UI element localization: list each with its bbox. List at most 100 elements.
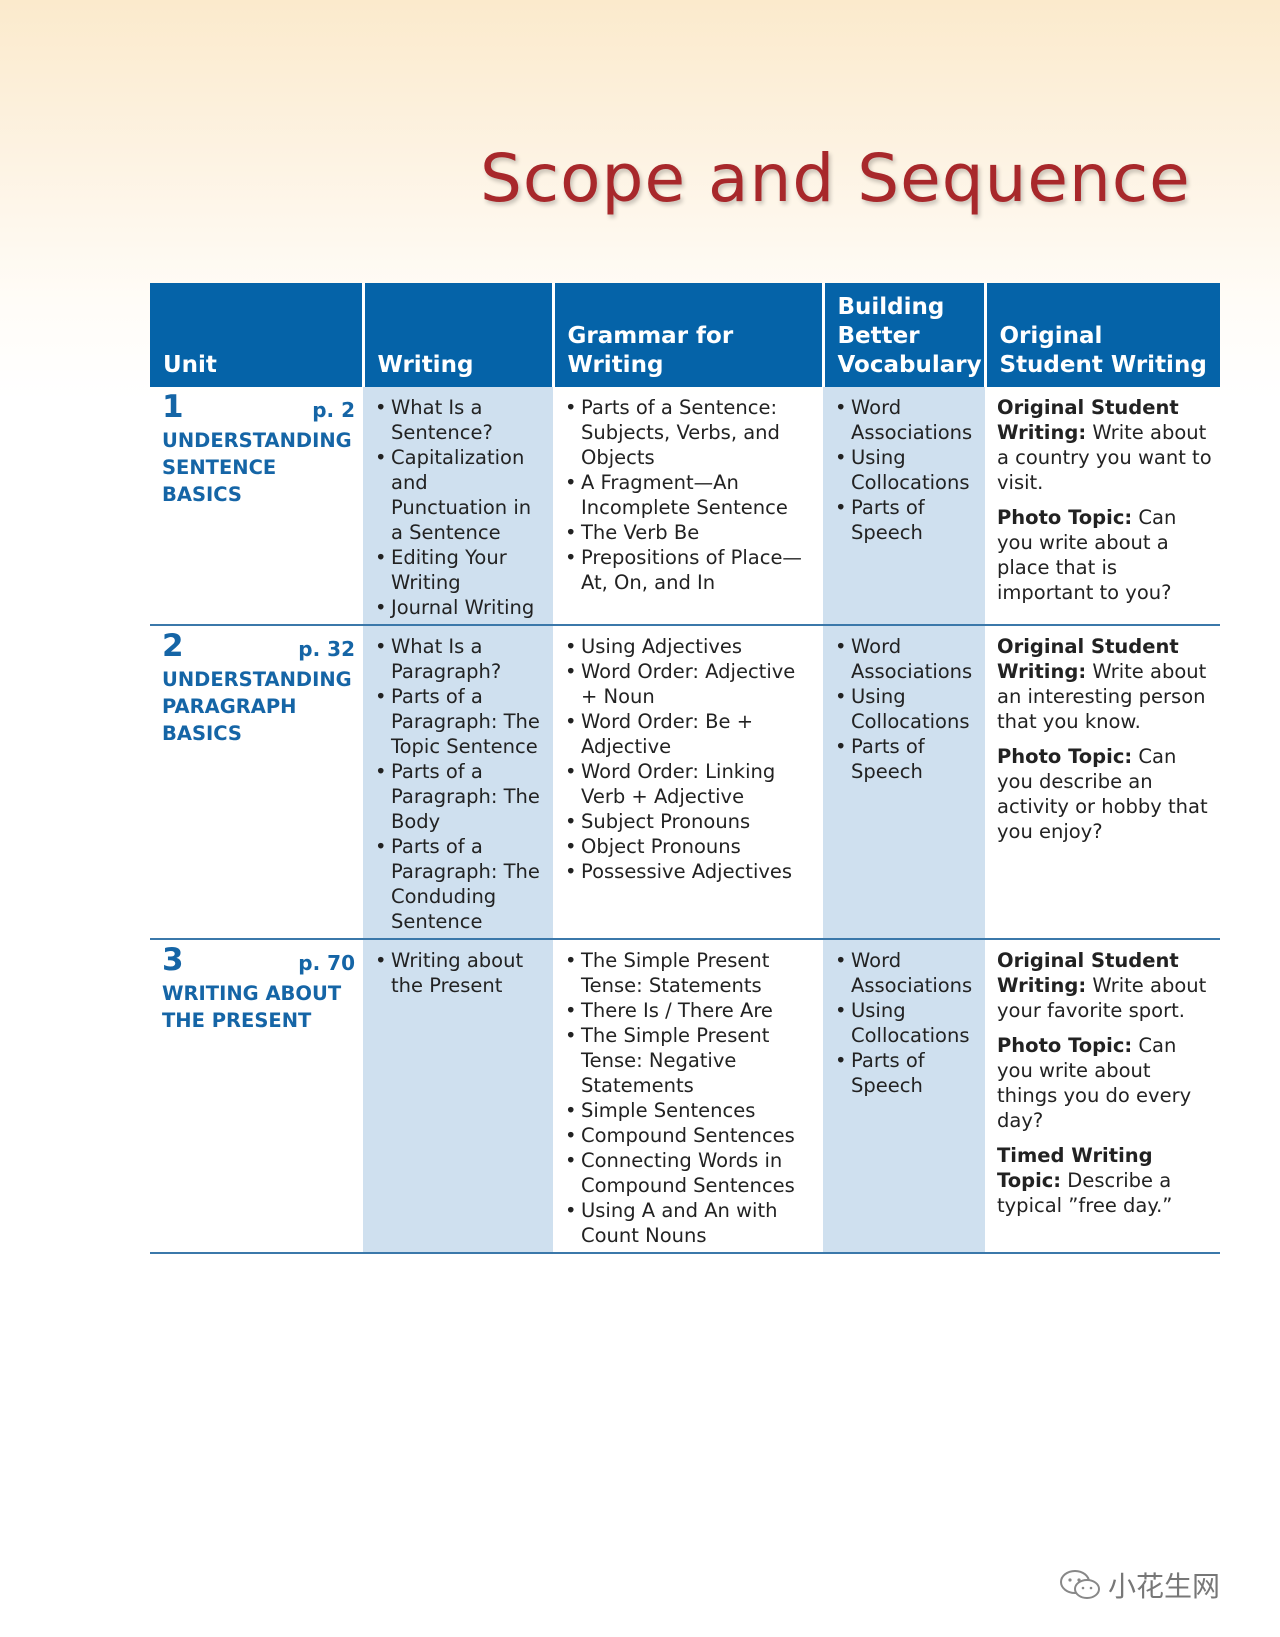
vocabulary-list: Word AssociationsUsing CollocationsParts… <box>835 948 977 1098</box>
writing-task: Photo Topic: Can you write about things … <box>997 1033 1212 1133</box>
grammar-cell: The Simple Present Tense: StatementsTher… <box>553 939 823 1254</box>
grammar-item: The Simple Present Tense: Negative State… <box>565 1023 815 1098</box>
writing-item: Parts of a Paragraph: The Conduding Sent… <box>375 834 545 934</box>
vocabulary-list: Word AssociationsUsing CollocationsParts… <box>835 634 977 784</box>
writing-task: Original Student Writing: Write about an… <box>997 634 1212 734</box>
writing-task: Photo Topic: Can you describe an activit… <box>997 744 1212 844</box>
grammar-item: There Is / There Are <box>565 998 815 1023</box>
unit-title: UNDERSTANDING PARAGRAPH BASICS <box>162 668 352 745</box>
unit-row: 3p. 70 WRITING ABOUT THE PRESENT Writing a… <box>150 939 1220 1254</box>
unit-title: UNDERSTANDING SENTENCE BASICS <box>162 429 352 506</box>
grammar-list: Parts of a Sentence: Subjects, Verbs, an… <box>565 395 815 595</box>
writing-item: What Is a Paragraph? <box>375 634 545 684</box>
original-writing-cell: Original Student Writing: Write about an… <box>985 625 1220 940</box>
grammar-item: The Simple Present Tense: Statements <box>565 948 815 998</box>
grammar-cell: Parts of a Sentence: Subjects, Verbs, an… <box>553 387 823 626</box>
unit-number: 2 <box>162 628 184 664</box>
writing-task: Timed Writing Topic: Describe a typical … <box>997 1143 1212 1218</box>
original-writing-cell: Original Student Writing: Write about yo… <box>985 939 1220 1254</box>
task-label: Photo Topic: <box>997 745 1133 768</box>
header-writing: Writing <box>361 283 553 387</box>
grammar-item: Simple Sentences <box>565 1098 815 1123</box>
writing-cell: What Is a Paragraph?Parts of a Paragraph… <box>363 625 553 940</box>
vocabulary-item: Using Collocations <box>835 684 977 734</box>
writing-task: Original Student Writing: Write about a … <box>997 395 1212 495</box>
unit-page-ref: p. 2 <box>312 398 355 422</box>
task-text: Write about your favorite sport. <box>997 974 1207 1022</box>
grammar-item: Prepositions of Place— At, On, and In <box>565 545 815 595</box>
writing-cell: Writing about the Present <box>363 939 553 1254</box>
unit-page-ref: p. 32 <box>298 637 355 661</box>
writing-item: Parts of a Paragraph: The Topic Sentence <box>375 684 545 759</box>
header-unit: Unit <box>150 283 363 387</box>
task-label: Photo Topic: <box>997 506 1133 529</box>
unit-row: 2 p. 32 UNDERSTANDING PARAGRAPH BASICS What… <box>150 625 1220 940</box>
writing-item: Parts of a Paragraph: The Body <box>375 759 545 834</box>
writing-list: Writing about the Present <box>375 948 545 998</box>
writing-list: What Is a Paragraph?Parts of a Paragraph… <box>375 634 545 934</box>
unit-cell: 2 p. 32 UNDERSTANDING PARAGRAPH BASICS <box>150 625 363 940</box>
vocabulary-item: Word Associations <box>835 634 977 684</box>
grammar-item: The Verb Be <box>565 520 815 545</box>
task-label: Original Student Writing: <box>997 635 1179 683</box>
original-writing-cell: Original Student Writing: Write about a … <box>985 387 1220 626</box>
vocabulary-item: Parts of Speech <box>835 734 977 784</box>
grammar-item: Using Adjectives <box>565 634 815 659</box>
table-body: 1p. 2 UNDERSTANDING SENTENCE BASICS What I… <box>150 387 1220 1254</box>
vocabulary-cell: Word AssociationsUsing CollocationsParts… <box>823 625 985 940</box>
scope-table: Unit Writing Grammar for Writing Buildin… <box>150 283 1220 1254</box>
task-label: Original Student Writing: <box>997 396 1179 444</box>
vocabulary-item: Parts of Speech <box>835 1048 977 1098</box>
task-text: Can you write about a place that is impo… <box>997 506 1177 604</box>
unit-heading: 2 p. 32 <box>162 628 355 664</box>
grammar-item: Connecting Words in Compound Sentences <box>565 1148 815 1198</box>
writing-item: Editing Your Writing <box>375 545 545 595</box>
task-text: Can you describe an activity or hobby th… <box>997 745 1208 843</box>
vocabulary-item: Word Associations <box>835 395 977 445</box>
watermark: 小花生网 <box>1058 1565 1220 1605</box>
header-vocabulary: Building Better Vocabulary <box>821 283 985 387</box>
writing-item: Capitalization and Punctuation in a Sent… <box>375 445 545 545</box>
unit-title: WRITING ABOUT THE PRESENT <box>162 982 342 1032</box>
task-text: Can you write about things you do every … <box>997 1034 1192 1132</box>
vocabulary-cell: Word AssociationsUsing CollocationsParts… <box>823 387 985 626</box>
watermark-text: 小花生网 <box>1108 1570 1221 1603</box>
grammar-item: Compound Sentences <box>565 1123 815 1148</box>
unit-page-ref: p. 70 <box>298 951 355 975</box>
header-row: Unit Writing Grammar for Writing Buildin… <box>150 283 1220 387</box>
task-text: Write about an interesting person that y… <box>997 660 1207 733</box>
grammar-item: Parts of a Sentence: Subjects, Verbs, an… <box>565 395 815 470</box>
vocabulary-item: Using Collocations <box>835 445 977 495</box>
writing-task: Photo Topic: Can you write about a place… <box>997 505 1212 605</box>
vocabulary-list: Word AssociationsUsing CollocationsParts… <box>835 395 977 545</box>
writing-cell: What Is a Sentence?Capitalization and Pu… <box>363 387 553 626</box>
grammar-item: Word Order: Adjective + Noun <box>565 659 815 709</box>
vocabulary-cell: Word AssociationsUsing CollocationsParts… <box>823 939 985 1254</box>
grammar-item: Word Order: Linking Verb + Adjective <box>565 759 815 809</box>
vocabulary-item: Word Associations <box>835 948 977 998</box>
grammar-item: Possessive Adjectives <box>565 859 815 884</box>
unit-row: 1p. 2 UNDERSTANDING SENTENCE BASICS What I… <box>150 387 1220 626</box>
writing-list: What Is a Sentence?Capitalization and Pu… <box>375 395 545 620</box>
grammar-item: A Fragment—An Incomplete Sentence <box>565 470 815 520</box>
vocabulary-item: Using Collocations <box>835 998 977 1048</box>
page-title: Scope and Sequence <box>480 140 1191 217</box>
task-label: Timed Writing Topic: <box>997 1144 1153 1192</box>
grammar-item: Word Order: Be + Adjective <box>565 709 815 759</box>
vocabulary-item: Parts of Speech <box>835 495 977 545</box>
writing-item: What Is a Sentence? <box>375 395 545 445</box>
grammar-item: Subject Pronouns <box>565 809 815 834</box>
task-text: Write about a country you want to visit. <box>997 421 1212 494</box>
grammar-item: Using A and An with Count Nouns <box>565 1198 815 1248</box>
header-original-writing: Original Student Writing <box>983 283 1220 387</box>
writing-item: Journal Writing <box>375 595 545 620</box>
writing-item: Writing about the Present <box>375 948 545 998</box>
task-label: Original Student Writing: <box>997 949 1179 997</box>
writing-task: Original Student Writing: Write about yo… <box>997 948 1212 1023</box>
header-grammar: Grammar for Writing <box>551 283 823 387</box>
task-text: Describe a typical ”free day.” <box>997 1169 1173 1217</box>
